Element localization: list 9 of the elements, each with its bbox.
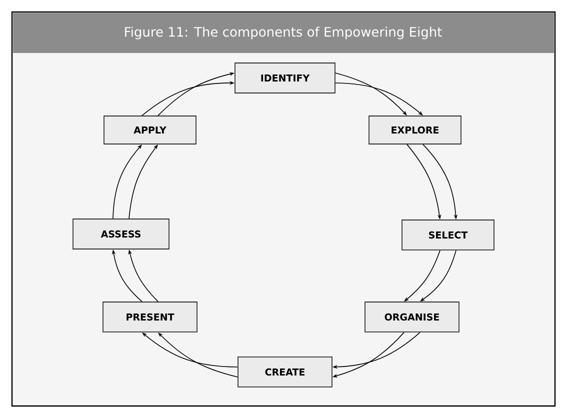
step-box: IDENTIFY <box>234 62 336 94</box>
title-banner: Figure 11: The components of Empowering Eight <box>13 13 554 53</box>
step-box: APPLY <box>104 116 196 144</box>
step-box: PRESENT <box>102 302 198 332</box>
step-box: EXPLORE <box>368 116 462 144</box>
step-box: ASSESS <box>72 218 170 250</box>
step-box: ORGANISE <box>364 302 460 332</box>
step-box: CREATE <box>238 356 332 388</box>
step-box: SELECT <box>402 220 494 250</box>
